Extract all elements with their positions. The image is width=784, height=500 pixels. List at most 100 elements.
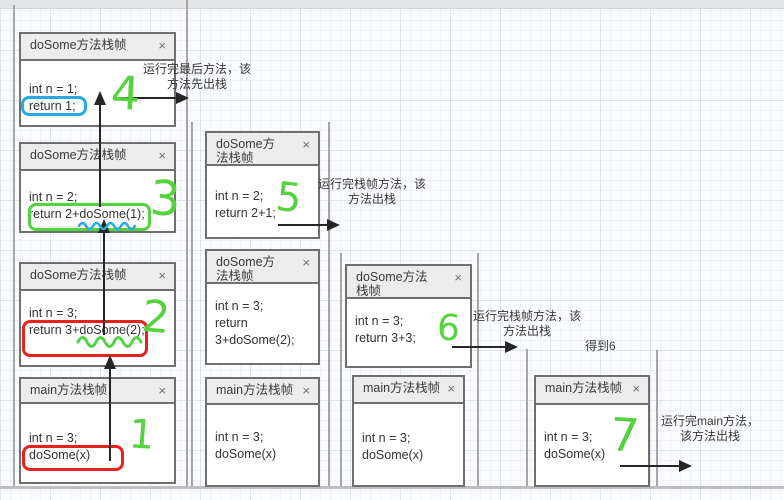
frame-main-stage2[interactable]: main方法栈帧 × int n = 3; doSome(x) (205, 377, 320, 487)
frame-titlebar: doSome方法栈帧 × (207, 133, 318, 166)
frame-main-stage4[interactable]: main方法栈帧 × int n = 3; doSome(x) (534, 375, 650, 487)
frame-title: doSome方法栈帧 (30, 268, 127, 282)
frame-titlebar: doSome方法栈帧 × (347, 266, 470, 299)
frame-dosome-n3-stage3[interactable]: doSome方法栈帧 × int n = 3; return 3+3; (345, 264, 472, 368)
separator-line (656, 350, 658, 488)
frame-body: int n = 3; doSome(x) (21, 404, 174, 464)
annotation-line: 方法出栈 (347, 192, 396, 206)
highlight-rect-dosome-call (22, 445, 124, 471)
annotation-pop-last: 运行完最后方法，该 方法先出栈 (133, 62, 261, 92)
close-icon[interactable]: × (302, 383, 310, 398)
frame-titlebar: doSome方法栈帧 × (21, 34, 174, 61)
frame-title: main方法栈帧 (216, 383, 294, 397)
frame-main-stage1[interactable]: main方法栈帧 × int n = 3; doSome(x) (19, 377, 176, 484)
step-number-6: 6 (435, 307, 462, 350)
annotation-line: 运行完最后方法，该 (142, 62, 251, 76)
close-icon[interactable]: × (454, 270, 462, 285)
arrowhead-icon (679, 460, 692, 472)
step-number-1: 1 (127, 411, 157, 459)
frame-dosome-n3[interactable]: doSome方法栈帧 × int n = 3; return 3+doSome(… (19, 262, 176, 367)
frame-dosome-n2[interactable]: doSome方法栈帧 × int n = 2; return 2+doSome(… (19, 142, 176, 233)
code-line: return 3+doSome(2); (215, 316, 295, 347)
step-number-5: 5 (273, 173, 304, 223)
close-icon[interactable]: × (302, 255, 310, 270)
annotation-line: 运行完栈帧方法，该 (317, 177, 426, 191)
separator-line (477, 253, 479, 488)
code-line: int n = 1; (29, 82, 78, 96)
frame-dosome-n2-stage2[interactable]: doSome方法栈帧 × int n = 2; return 2+1; (205, 131, 320, 239)
code-line: int n = 3; (544, 430, 593, 444)
frame-titlebar: main方法栈帧 × (354, 377, 463, 404)
code-line: int n = 3; (29, 431, 78, 445)
code-line: int n = 3; (29, 306, 78, 320)
highlight-rect-return3 (22, 320, 148, 357)
frame-body: int n = 2; return 2+doSome(1); (21, 171, 174, 223)
separator-line (13, 5, 15, 489)
close-icon[interactable]: × (158, 383, 166, 398)
annotation-line: 运行完main方法， (660, 414, 759, 428)
annotation-line: 方法出栈 (502, 324, 551, 338)
separator-line (340, 253, 342, 488)
annotation-line: 该方法出栈 (679, 429, 740, 443)
code-line: return 3+3; (355, 331, 416, 345)
separator-line (0, 486, 784, 489)
separator-line (526, 349, 528, 488)
code-line: doSome(x) (544, 447, 606, 461)
step-number-2: 2 (139, 290, 173, 345)
frame-body: int n = 1; return 1; (21, 61, 174, 115)
frame-titlebar: main方法栈帧 × (536, 377, 648, 405)
step-number-7: 7 (608, 407, 642, 463)
frame-title: main方法栈帧 (363, 381, 441, 395)
frame-title: doSome方法栈帧 (356, 270, 428, 298)
frame-titlebar: doSome方法栈帧 × (207, 251, 318, 284)
close-icon[interactable]: × (158, 148, 166, 163)
code-line: int n = 2; (29, 190, 78, 204)
annotation-line: 方法先出栈 (166, 77, 227, 91)
frame-title: main方法栈帧 (545, 381, 623, 395)
frame-titlebar: main方法栈帧 × (207, 379, 318, 405)
code-line: return 3+doSome(2); (29, 323, 145, 337)
frame-titlebar: doSome方法栈帧 × (21, 264, 174, 291)
close-icon[interactable]: × (632, 381, 640, 396)
separator-line (186, 0, 188, 488)
frame-body: int n = 3; return 3+doSome(2); (207, 284, 312, 349)
annotation-pop-frame-2: 运行完栈帧方法，该 方法出栈 (470, 309, 584, 339)
canvas-top-edge (0, 0, 784, 9)
annotation-result: 得到6 (585, 339, 616, 353)
code-line: doSome(x) (29, 448, 91, 462)
frame-title: doSome方法栈帧 (30, 148, 127, 162)
frame-body: int n = 3; doSome(x) (536, 405, 648, 463)
frame-titlebar: main方法栈帧 × (21, 379, 174, 404)
frame-title: doSome方法栈帧 (216, 255, 276, 283)
code-line: int n = 3; (362, 431, 411, 445)
close-icon[interactable]: × (447, 381, 455, 396)
frame-title: doSome方法栈帧 (216, 137, 276, 165)
frame-body: int n = 3; return 3+3; (347, 299, 470, 347)
frame-title: main方法栈帧 (30, 383, 108, 397)
close-icon[interactable]: × (302, 137, 310, 152)
frame-body: int n = 3; doSome(x) (207, 405, 318, 463)
frame-title: doSome方法栈帧 (30, 38, 127, 52)
code-line: doSome(x) (215, 447, 277, 461)
highlight-rect-return2 (28, 203, 151, 231)
annotation-pop-frame-1: 运行完栈帧方法，该 方法出栈 (316, 177, 428, 207)
code-line: doSome(x) (362, 448, 424, 462)
code-line: return 2+doSome(1); (29, 207, 145, 221)
frame-body: int n = 2; return 2+1; (207, 166, 318, 222)
close-icon[interactable]: × (158, 268, 166, 283)
highlight-rect-return1 (21, 96, 87, 116)
step-number-4: 4 (109, 65, 142, 121)
step-number-3: 3 (148, 170, 182, 228)
annotation-pop-main: 运行完main方法， 该方法出栈 (658, 414, 762, 444)
frame-main-stage3[interactable]: main方法栈帧 × int n = 3; doSome(x) (352, 375, 465, 487)
frame-titlebar: doSome方法栈帧 × (21, 144, 174, 171)
arrowhead-icon (505, 341, 518, 353)
separator-line (191, 122, 193, 488)
code-line: int n = 2; (215, 189, 264, 203)
separator-line (328, 122, 330, 488)
frame-dosome-n1[interactable]: doSome方法栈帧 × int n = 1; return 1; (19, 32, 176, 127)
frame-dosome-n3-stage2[interactable]: doSome方法栈帧 × int n = 3; return 3+doSome(… (205, 249, 320, 365)
close-icon[interactable]: × (158, 38, 166, 53)
code-line: int n = 3; (215, 430, 264, 444)
